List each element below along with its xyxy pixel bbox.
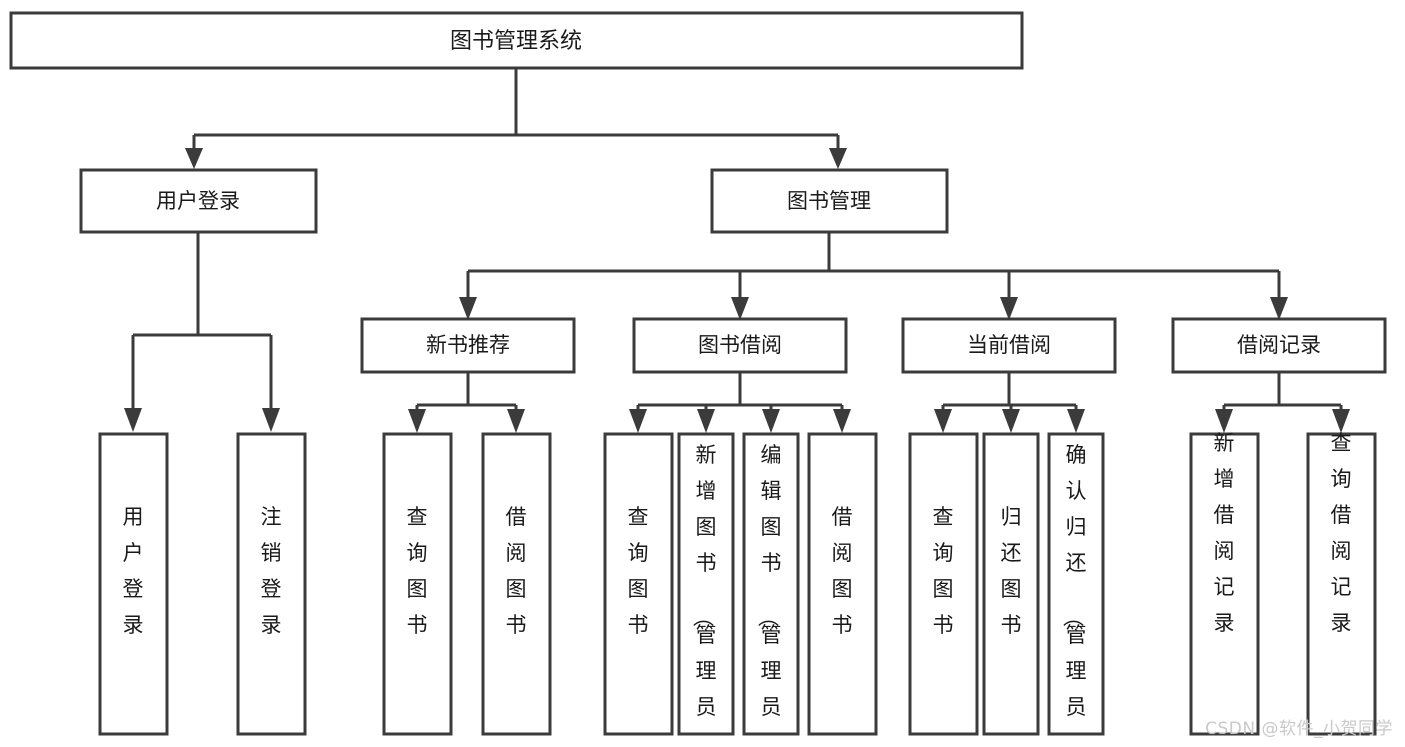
- leaf-current-borrow-2[interactable]: 归还图书: [982, 432, 1040, 736]
- leaf-current-borrow-2-box[interactable]: [982, 432, 1040, 736]
- arrowhead-current-borrow: [1000, 297, 1018, 320]
- node-new-book-recommend-label: 新书推荐: [426, 333, 510, 357]
- leaf-user-login-1[interactable]: 用户登录: [98, 432, 169, 736]
- leaf-borrow-records-1-label: 新增借阅记录: [1214, 431, 1235, 635]
- leaf-borrow-records-2-box[interactable]: [1306, 432, 1377, 736]
- node-book-borrow-label: 图书借阅: [698, 333, 782, 357]
- arrowhead-new-book-recommend: [459, 297, 477, 320]
- leaf-book-borrow-1-label: 查询图书: [628, 505, 649, 637]
- arrowhead-book-mgmt: [829, 148, 847, 169]
- arrowhead-bookborrow-leaf-2: [697, 409, 715, 433]
- leaf-new-book-recommend-1[interactable]: 查询图书: [382, 432, 453, 736]
- arrowhead-newbook-leaf-1: [408, 409, 426, 433]
- arrowhead-user-login-leaf-1: [124, 408, 142, 432]
- arrowhead-borrowrecords-leaf-2: [1332, 409, 1350, 433]
- leaf-current-borrow-1[interactable]: 查询图书: [908, 432, 979, 736]
- leaf-user-login-2-label: 注销登录: [261, 505, 282, 637]
- leaf-new-book-recommend-2-label: 借阅图书: [506, 505, 527, 637]
- arrowhead-borrow-records: [1270, 297, 1288, 320]
- node-book-management[interactable]: 图书管理: [710, 168, 949, 234]
- node-new-book-recommend-box[interactable]: [360, 317, 576, 374]
- leaf-new-book-recommend-1-label: 查询图书: [407, 505, 428, 637]
- node-user-login-box[interactable]: [79, 168, 318, 234]
- leaf-current-borrow-2-label: 归还图书: [1001, 505, 1022, 637]
- arrowhead-user-login-leaf-2: [262, 408, 280, 432]
- node-current-borrow[interactable]: 当前借阅: [901, 317, 1117, 374]
- node-book-management-box[interactable]: [710, 168, 949, 234]
- leaf-current-borrow-3[interactable]: 确认归还（管理员）: [1047, 432, 1105, 747]
- arrowhead-currentborrow-leaf-2: [1002, 409, 1020, 433]
- arrowhead-currentborrow-leaf-3: [1067, 409, 1085, 433]
- leaf-current-borrow-1-label: 查询图书: [933, 505, 954, 637]
- leaf-book-borrow-2[interactable]: 新增图书（管理员）: [677, 432, 735, 747]
- arrowhead-bookborrow-leaf-3: [762, 409, 780, 433]
- node-root-box[interactable]: [9, 11, 1024, 70]
- leaf-book-borrow-4-label: 借阅图书: [832, 505, 853, 637]
- leaf-current-borrow-3-box[interactable]: [1047, 432, 1105, 736]
- node-user-login[interactable]: 用户登录: [79, 168, 318, 234]
- node-borrow-records[interactable]: 借阅记录: [1171, 317, 1387, 374]
- leaf-book-borrow-4[interactable]: 借阅图书: [807, 432, 878, 736]
- leaf-borrow-records-1[interactable]: 新增借阅记录: [1189, 431, 1260, 736]
- node-book-management-label: 图书管理: [787, 189, 871, 213]
- leaf-book-borrow-2-label: 新增图书（管理员）: [691, 443, 717, 747]
- leaf-user-login-1-box[interactable]: [98, 432, 169, 736]
- node-new-book-recommend[interactable]: 新书推荐: [360, 317, 576, 374]
- arrowhead-borrowrecords-leaf-1: [1215, 409, 1233, 433]
- leaf-borrow-records-2[interactable]: 查询借阅记录: [1306, 431, 1377, 736]
- node-borrow-records-box[interactable]: [1171, 317, 1387, 374]
- arrowhead-book-borrow: [731, 297, 749, 320]
- leaf-book-borrow-1[interactable]: 查询图书: [603, 432, 674, 736]
- connector-layer: [124, 68, 1350, 433]
- leaf-user-login-2[interactable]: 注销登录: [236, 432, 307, 736]
- leaf-current-borrow-1-box[interactable]: [908, 432, 979, 736]
- leaf-user-login-2-box[interactable]: [236, 432, 307, 736]
- node-borrow-records-label: 借阅记录: [1237, 333, 1321, 357]
- leaf-user-login-1-label: 用户登录: [123, 505, 144, 637]
- leaf-book-borrow-4-box[interactable]: [807, 432, 878, 736]
- leaf-book-borrow-3-label: 编辑图书（管理员）: [756, 443, 782, 747]
- leaf-borrow-records-1-box[interactable]: [1189, 432, 1260, 736]
- leaf-current-borrow-3-label: 确认归还（管理员）: [1061, 443, 1087, 747]
- arrowhead-currentborrow-leaf-1: [934, 409, 952, 433]
- leaf-book-borrow-3-box[interactable]: [742, 432, 800, 736]
- node-root-label: 图书管理系统: [450, 29, 582, 54]
- leaf-new-book-recommend-2-box[interactable]: [481, 432, 552, 736]
- node-book-borrow[interactable]: 图书借阅: [632, 317, 848, 374]
- node-root[interactable]: 图书管理系统: [9, 11, 1024, 70]
- leaf-book-borrow-2-box[interactable]: [677, 432, 735, 736]
- arrowhead-bookborrow-leaf-1: [629, 409, 647, 433]
- leaf-book-borrow-3[interactable]: 编辑图书（管理员）: [742, 432, 800, 747]
- node-book-borrow-box[interactable]: [632, 317, 848, 374]
- leaf-borrow-records-2-label: 查询借阅记录: [1331, 431, 1352, 635]
- arrowhead-bookborrow-leaf-4: [833, 409, 851, 433]
- arrowhead-user-login: [185, 148, 203, 169]
- leaf-new-book-recommend-1-box[interactable]: [382, 432, 453, 736]
- node-current-borrow-box[interactable]: [901, 317, 1117, 374]
- watermark: CSDN @软件_小贺同学: [1205, 719, 1393, 739]
- arrowhead-newbook-leaf-2: [507, 409, 525, 433]
- leaf-new-book-recommend-2[interactable]: 借阅图书: [481, 432, 552, 736]
- leaf-book-borrow-1-box[interactable]: [603, 432, 674, 736]
- node-user-login-label: 用户登录: [156, 189, 240, 213]
- node-current-borrow-label: 当前借阅: [967, 333, 1051, 357]
